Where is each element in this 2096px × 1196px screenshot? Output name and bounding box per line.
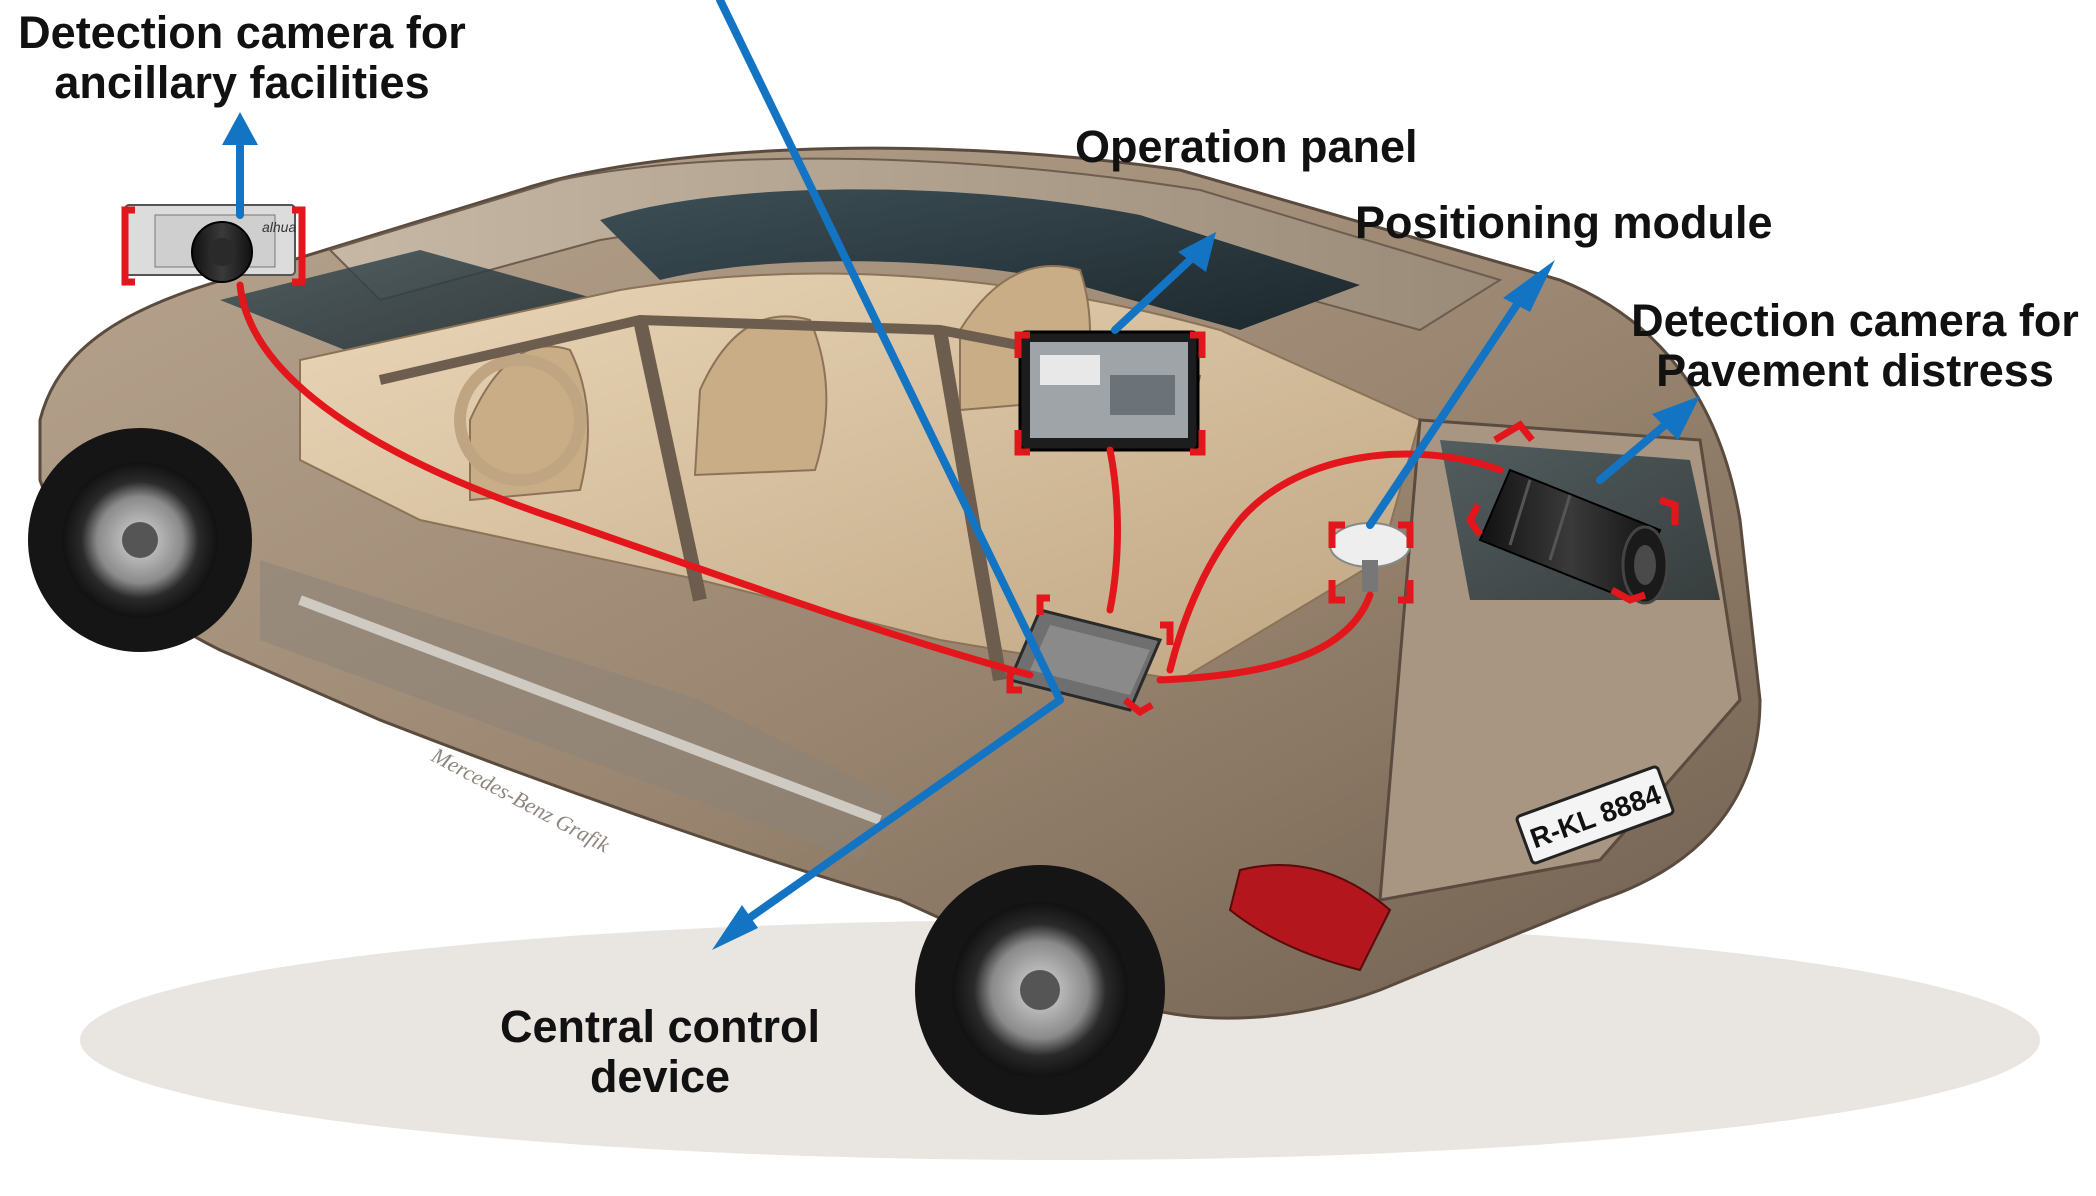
front-wheel	[28, 428, 252, 652]
camera-brand-label: alhua	[262, 219, 296, 235]
label-central-control-line2: device	[480, 1052, 840, 1102]
label-ancillary-camera-line2: ancillary facilities	[12, 58, 472, 108]
label-positioning-module: Positioning module	[1355, 198, 1772, 248]
label-ancillary-camera: Detection camera for ancillary facilitie…	[12, 8, 472, 108]
label-central-control-line1: Central control	[480, 1002, 840, 1052]
rear-wheel	[915, 865, 1165, 1115]
ancillary-camera: alhua	[125, 205, 296, 282]
operation-panel-device	[1020, 332, 1198, 450]
label-central-control: Central control device	[480, 1002, 840, 1102]
arrow-ancillary-camera	[222, 112, 258, 215]
label-pavement-camera: Detection camera for Pavement distress	[1620, 296, 2090, 396]
label-operation-panel: Operation panel	[1075, 122, 1418, 172]
label-pavement-camera-line2: Pavement distress	[1620, 346, 2090, 396]
label-pavement-camera-line1: Detection camera for	[1620, 296, 2090, 346]
label-ancillary-camera-line1: Detection camera for	[12, 8, 472, 58]
